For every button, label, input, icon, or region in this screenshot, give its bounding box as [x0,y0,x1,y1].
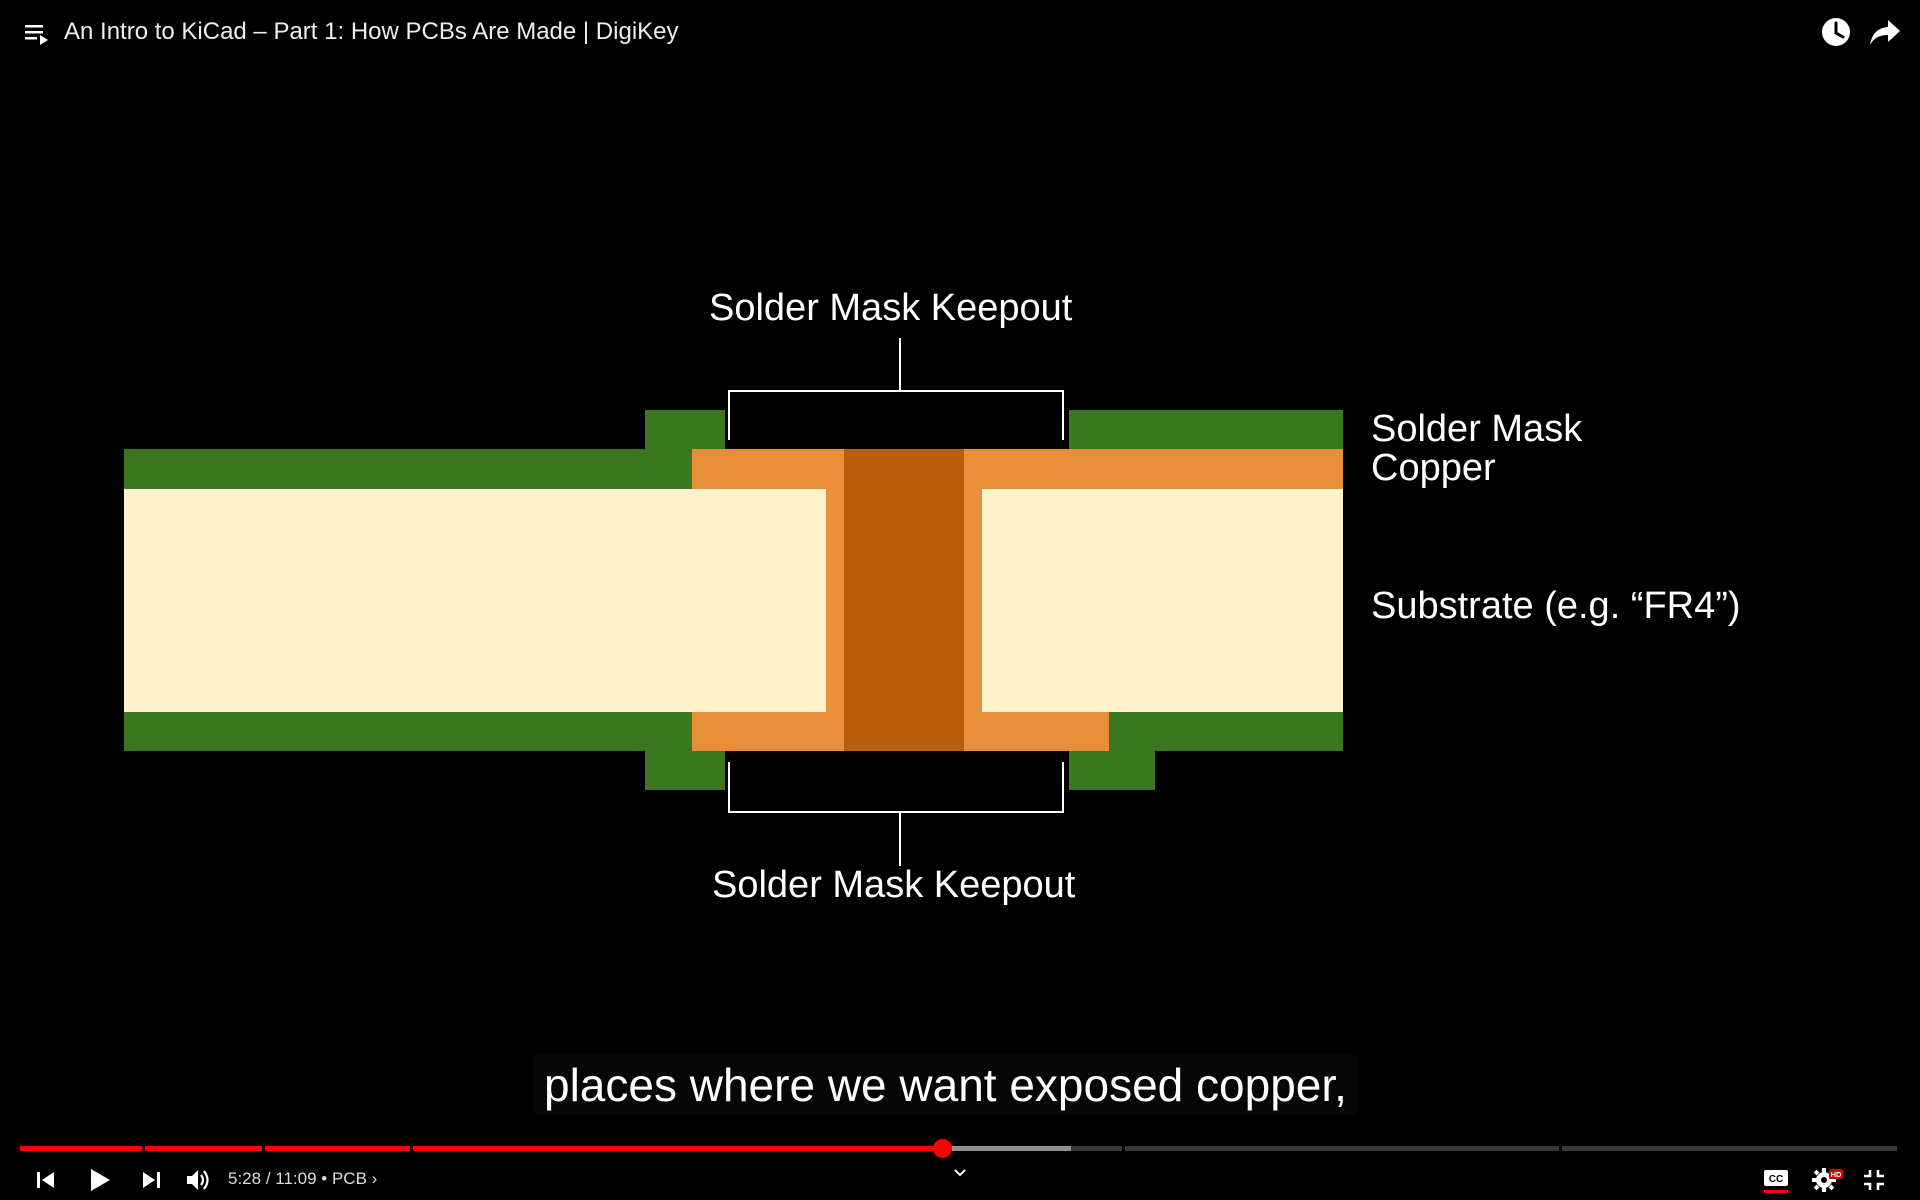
video-frame: Solder Mask Keepout Solder Mask Keepout … [0,64,1920,1124]
progress-played [20,1146,942,1151]
substrate-right [982,489,1343,712]
via-hole [844,449,964,751]
hd-badge: HD [1831,1170,1842,1179]
next-icon[interactable] [133,1162,169,1198]
chevron-down-icon[interactable] [948,1162,972,1184]
progress-track [20,1146,1897,1151]
gear-icon[interactable]: HD [1810,1162,1846,1198]
chapter-marker [410,1146,414,1151]
substrate-left [124,489,826,712]
top-bar: An Intro to KiCad – Part 1: How PCBs Are… [0,0,1920,64]
copper-top [692,449,1343,489]
svg-text:CC: CC [1769,1174,1783,1185]
exit-fullscreen-icon[interactable] [1856,1162,1892,1198]
solder-mask-top-right [1069,410,1343,450]
control-bar: 5:28 / 11:09 • PCB › CC [0,1156,1920,1200]
solder-mask-step-top-left [645,410,725,450]
time-display: 5:28 / 11:09 • PCB › [228,1169,377,1189]
time-separator: / [261,1169,276,1188]
chapter-chevron-icon[interactable]: › [371,1169,378,1188]
playlist-icon[interactable] [22,18,52,48]
copper-barrel-right [964,449,982,751]
share-icon[interactable] [1866,14,1904,50]
keepout-bracket-top [728,338,1064,440]
label-substrate: Substrate (e.g. “FR4”) [1371,585,1741,627]
volume-icon[interactable] [180,1162,216,1198]
solder-mask-bottom-right [1109,712,1343,751]
solder-mask-step-bottom-left [645,750,725,790]
play-icon[interactable] [82,1162,118,1198]
chapter-marker [1121,1146,1125,1151]
clock-icon[interactable] [1818,14,1854,50]
chapter-marker [262,1146,266,1151]
label-copper: Copper [1371,447,1496,489]
copper-barrel-left [826,449,844,751]
label-keepout-top: Solder Mask Keepout [709,287,1073,329]
chapter-separator: • [316,1169,332,1188]
pcb-cross-section-diagram [124,338,1343,866]
progress-bar[interactable] [20,1139,1897,1158]
label-solder-mask: Solder Mask [1371,408,1583,450]
label-keepout-bottom: Solder Mask Keepout [712,864,1076,906]
previous-icon[interactable] [28,1162,64,1198]
keepout-bracket-bottom [728,762,1064,866]
subtitle-caption: places where we want exposed copper, [534,1055,1357,1115]
solder-mask-step-bottom-right [1069,750,1155,790]
progress-scrubber[interactable] [932,1139,952,1158]
solder-mask-bottom-left [124,712,692,751]
chapter-title[interactable]: PCB [331,1169,367,1188]
chapter-marker [1559,1146,1563,1151]
subtitles-icon[interactable]: CC [1758,1162,1794,1198]
current-time: 5:28 [228,1169,262,1188]
solder-mask-top-left [124,449,692,489]
video-title[interactable]: An Intro to KiCad – Part 1: How PCBs Are… [64,18,679,45]
chapter-marker [142,1146,145,1151]
duration: 11:09 [275,1169,317,1188]
